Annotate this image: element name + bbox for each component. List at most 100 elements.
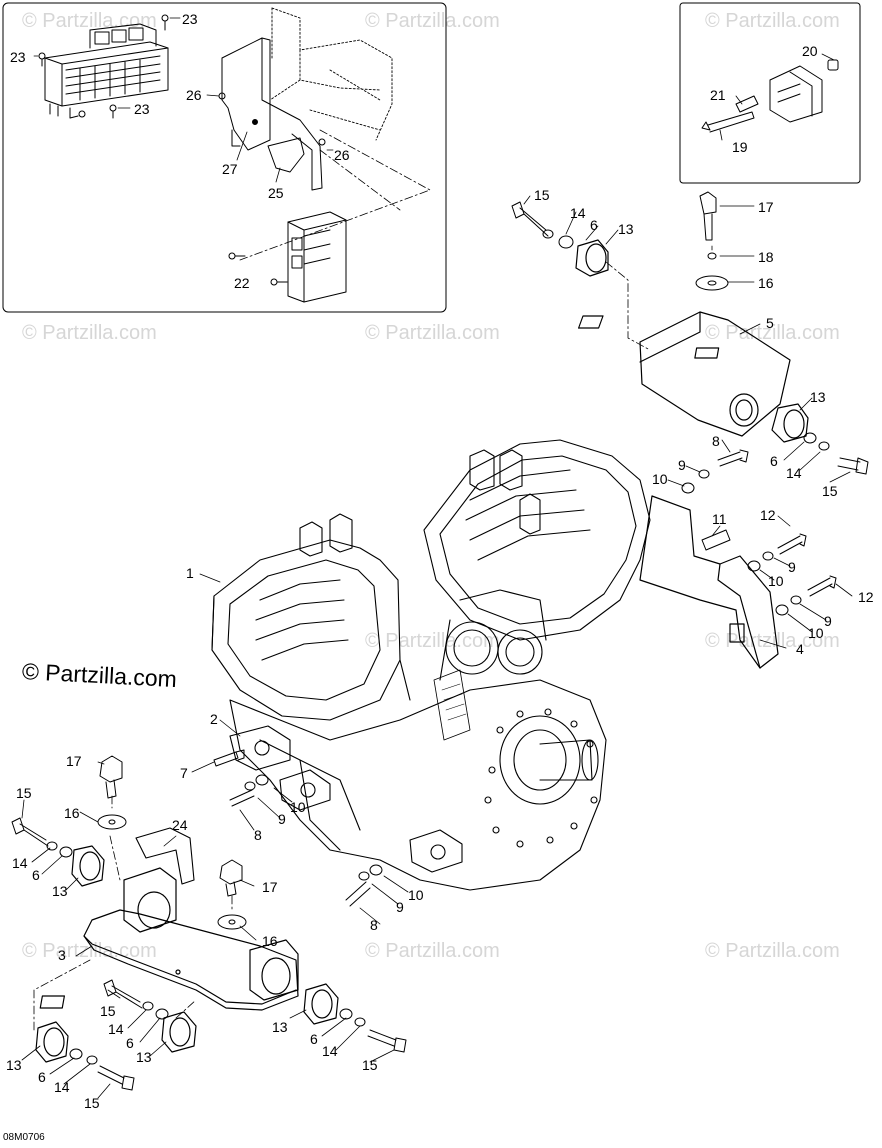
- heat-shield-24: [135, 827, 195, 885]
- bracket-shield: [221, 37, 323, 191]
- callout-16: 16: [64, 805, 80, 821]
- pin-21: [735, 95, 759, 113]
- callout-1: 1: [186, 565, 194, 581]
- callout-11: 11: [712, 511, 727, 527]
- callout-23: 23: [10, 49, 26, 65]
- leaders-small: [719, 53, 835, 141]
- callout-8: 8: [712, 433, 720, 449]
- callout-20: 20: [802, 43, 818, 59]
- callout-10: 10: [808, 625, 824, 641]
- callout-27: 27: [222, 161, 238, 177]
- engine-mount-4: [639, 495, 779, 669]
- screw-26: [218, 92, 326, 146]
- dash-leader: [33, 795, 233, 1031]
- callout-24: 24: [172, 817, 188, 833]
- relay-block: [287, 211, 347, 303]
- callout-8: 8: [254, 827, 262, 843]
- screw-22: [228, 252, 288, 286]
- bolt-17: [699, 191, 717, 241]
- callout-5: 5: [766, 315, 774, 331]
- leader-lines: [21, 195, 853, 1099]
- callout-6: 6: [126, 1035, 134, 1051]
- callout-6: 6: [38, 1069, 46, 1085]
- callout-4: 4: [796, 641, 804, 657]
- bolt-12: [777, 533, 837, 597]
- callout-9: 9: [824, 613, 832, 629]
- callout-10: 10: [408, 887, 424, 903]
- callout-17: 17: [66, 753, 82, 769]
- callout-15: 15: [100, 1003, 116, 1019]
- bolt-11: [701, 529, 731, 551]
- bracket-dashed-housing: [269, 7, 393, 141]
- callout-6: 6: [770, 453, 778, 469]
- callout-26: 26: [334, 147, 350, 163]
- callout-10: 10: [290, 799, 306, 815]
- callout-15: 15: [16, 785, 32, 801]
- drawing-code: 08M0706: [3, 1132, 45, 1143]
- callout-13: 13: [6, 1057, 22, 1073]
- callout-14: 14: [322, 1043, 338, 1059]
- callout-26: 26: [186, 87, 202, 103]
- bolt-15: [11, 817, 407, 1091]
- bolt-15: [511, 201, 869, 475]
- inset-frame-electrical: [2, 2, 447, 313]
- callout-10: 10: [768, 573, 784, 589]
- callout-23: 23: [182, 11, 198, 27]
- leaders-inset: [206, 94, 334, 183]
- bolt-8: [229, 449, 749, 907]
- washer: [542, 229, 830, 451]
- callout-10: 10: [652, 471, 668, 487]
- callout-8: 8: [370, 917, 378, 933]
- callout-7: 7: [180, 765, 188, 781]
- callout-16: 16: [262, 933, 278, 949]
- dash-leader: [605, 245, 713, 351]
- callout-9: 9: [278, 811, 286, 827]
- bolt-17: [99, 755, 243, 897]
- callout-17: 17: [758, 199, 774, 215]
- callout-9: 9: [678, 457, 686, 473]
- callout-14: 14: [108, 1021, 124, 1037]
- callout-15: 15: [84, 1095, 100, 1111]
- callout-22: 22: [234, 275, 250, 291]
- callout-6: 6: [32, 867, 40, 883]
- callout-12: 12: [858, 589, 874, 605]
- callout-13: 13: [52, 883, 68, 899]
- engine-mount-3: [39, 867, 299, 1011]
- callout-12: 12: [760, 507, 776, 523]
- callout-19: 19: [732, 139, 748, 155]
- callout-13: 13: [136, 1049, 152, 1065]
- callout-14: 14: [12, 855, 28, 871]
- callout-9: 9: [396, 899, 404, 915]
- engine-mount-5: [577, 311, 791, 437]
- callout-2: 2: [210, 711, 218, 727]
- engine-block: [211, 439, 651, 891]
- rubber-mount-13: [575, 239, 809, 443]
- callout-14: 14: [570, 205, 586, 221]
- rubber-mount-13: [35, 845, 339, 1063]
- callout-25: 25: [268, 185, 284, 201]
- screw-23: [38, 14, 169, 119]
- callout-15: 15: [534, 187, 550, 203]
- callout-14: 14: [786, 465, 802, 481]
- callout-6: 6: [310, 1031, 318, 1047]
- callout-14: 14: [54, 1079, 70, 1095]
- fuse-box: [44, 23, 169, 119]
- dash-leader: [239, 129, 431, 261]
- bolt-7: [213, 749, 245, 767]
- callout-13: 13: [618, 221, 634, 237]
- callout-15: 15: [822, 483, 838, 499]
- callout-9: 9: [788, 559, 796, 575]
- bolt-19: [701, 111, 755, 133]
- callout-13: 13: [810, 389, 826, 405]
- callout-13: 13: [272, 1019, 288, 1035]
- inset-frame-small-parts: [679, 2, 861, 184]
- callout-3: 3: [58, 947, 66, 963]
- callout-6: 6: [590, 217, 598, 233]
- callout-17: 17: [262, 879, 278, 895]
- washer-9-10: [244, 469, 802, 881]
- callout-23: 23: [134, 101, 150, 117]
- callout-18: 18: [758, 249, 774, 265]
- callout-16: 16: [758, 275, 774, 291]
